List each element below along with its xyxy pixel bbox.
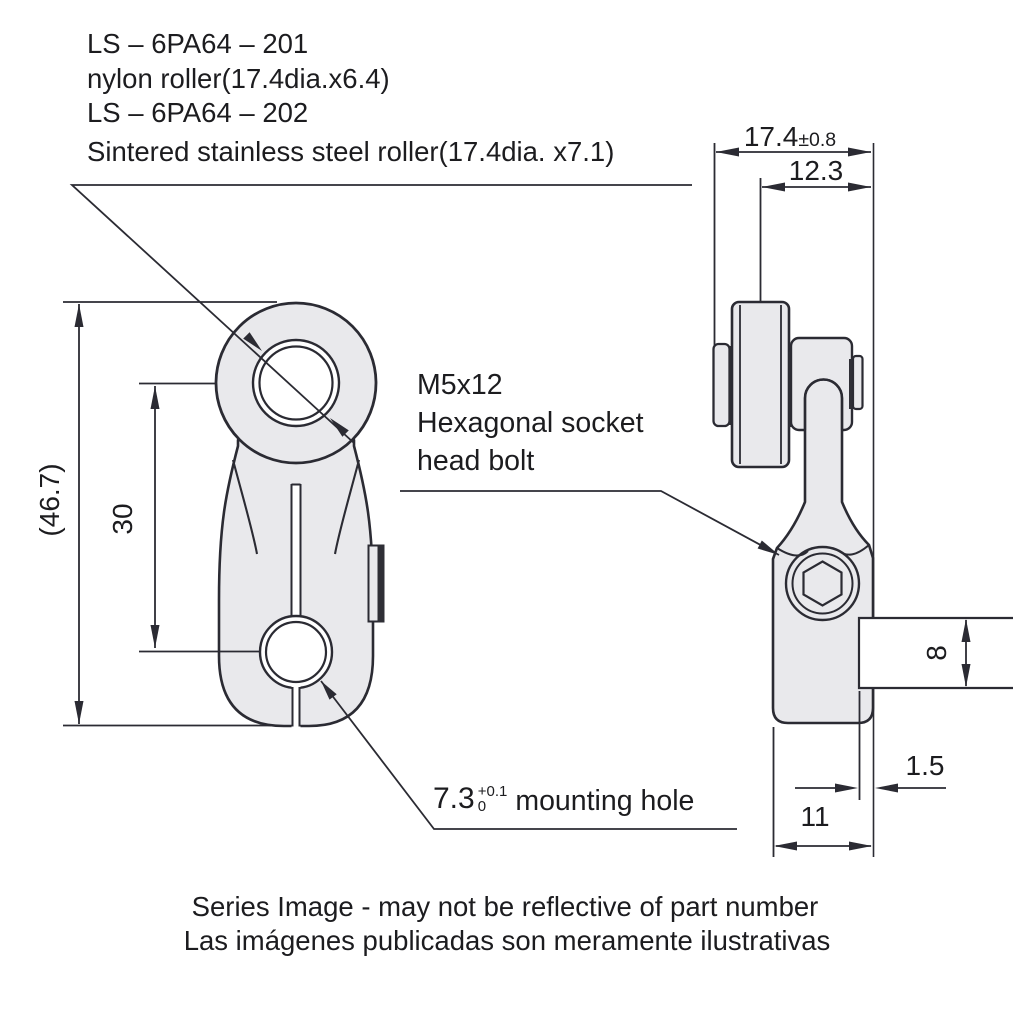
mounting-hole-label: mounting hole <box>515 785 695 817</box>
dim-arrow <box>150 625 160 648</box>
dim-overall-length-label: (46.7) <box>33 463 65 537</box>
dim-center-spacing-label: 30 <box>106 503 138 535</box>
part-label-2: nylon roller(17.4dia.x6.4) <box>87 63 390 94</box>
side-arm-dome <box>803 378 844 430</box>
front-clamp-tab <box>367 544 380 623</box>
dim-arrow <box>716 147 739 157</box>
bolt-note-line-1: M5x12 <box>417 369 503 401</box>
leader-arrow <box>321 681 337 700</box>
part-label-3: LS – 6PA64 – 202 <box>87 97 309 128</box>
footer-disclaimer-en: Series Image - may not be reflective of … <box>191 891 819 922</box>
side-wing-curve-left <box>776 547 809 557</box>
side-roller-rim-lines <box>739 305 782 464</box>
mounting-hole-tolerance-lower: 0 <box>477 798 487 815</box>
hex-bolt-socket <box>802 560 843 607</box>
side-roller-washer-right <box>851 354 864 411</box>
bolt-note-line-3: head bolt <box>417 445 535 477</box>
front-fork-relief-right <box>333 459 361 555</box>
dim-overall-width-label: 17.4±0.8 <box>744 121 836 153</box>
dim-arrow <box>848 147 871 157</box>
front-slit-upper-gap <box>291 484 301 621</box>
mounting-hole-value: 7.3 <box>433 782 475 815</box>
dim-arrow <box>150 386 160 409</box>
dim-roller-to-face-line <box>759 178 871 302</box>
dim-arrow <box>74 701 84 724</box>
front-slit-upper-lines <box>290 483 302 619</box>
dim-arrow <box>74 304 84 327</box>
footer-disclaimer-es: Las imágenes publicadas son meramente il… <box>183 925 831 956</box>
dim-overall-width-tolerance: ±0.8 <box>798 128 837 151</box>
mounting-hole-note: 7.3 +0.1 0 mounting hole <box>433 782 694 818</box>
dim-roller-to-face-label: 12.3 <box>788 154 844 186</box>
dim-face-offset-line <box>795 691 946 800</box>
dim-arrow <box>961 664 971 687</box>
hex-bolt-head-outer <box>784 545 861 622</box>
dim-overall-width-line <box>713 143 871 346</box>
dim-face-offset-label: 1.5 <box>905 749 945 781</box>
side-roller-washer-left <box>712 342 731 428</box>
part-label-4: Sintered stainless steel roller(17.4dia.… <box>87 136 615 167</box>
hex-bolt-head-inner <box>791 552 854 615</box>
dim-arrow <box>849 841 872 851</box>
front-clamp-tab-edge <box>377 544 385 623</box>
side-view <box>712 300 1013 725</box>
bolt-note-leader <box>400 490 780 556</box>
leader-lines <box>69 184 780 830</box>
side-washer-shadow-right <box>849 359 854 409</box>
mounting-plate-outline <box>857 616 1013 690</box>
dim-center-spacing-line <box>139 382 259 653</box>
mounting-hole-tolerance: +0.1 0 <box>478 782 508 814</box>
dim-arrow <box>762 182 785 192</box>
dim-arrow <box>961 619 971 642</box>
leader-arrow <box>243 332 262 351</box>
front-fork-relief-left <box>231 459 259 555</box>
front-view <box>214 301 385 728</box>
front-slit-lower-lines <box>291 687 301 727</box>
dim-lever-thickness-line <box>772 727 871 857</box>
roller-label-leader <box>69 184 692 444</box>
front-slit-lower-gap <box>291 684 301 728</box>
dim-arrow <box>875 783 898 793</box>
mounting-plate-fill <box>859 618 1013 688</box>
mounting-hole-leader <box>320 680 737 830</box>
dim-overall-length-line <box>63 301 277 727</box>
dim-arrow <box>835 783 858 793</box>
leader-arrow <box>330 418 349 437</box>
front-roller-hub-ring <box>251 338 341 428</box>
leader-arrow <box>757 540 779 555</box>
dimension-lines <box>63 143 971 857</box>
dim-overall-width-value: 17.4 <box>743 120 799 152</box>
dim-lever-thickness-label: 11 <box>800 800 830 832</box>
part-label-1: LS – 6PA64 – 201 <box>87 28 309 59</box>
dim-arrow <box>848 182 871 192</box>
mounting-hole-tolerance-upper: +0.1 <box>477 783 508 800</box>
front-mounting-hole-inner <box>264 620 328 684</box>
front-roller-bore <box>258 345 334 421</box>
dim-arrow <box>774 841 797 851</box>
dim-plate-thickness-label: 8 <box>920 645 952 661</box>
bolt-note-line-2: Hexagonal socket <box>417 407 644 439</box>
